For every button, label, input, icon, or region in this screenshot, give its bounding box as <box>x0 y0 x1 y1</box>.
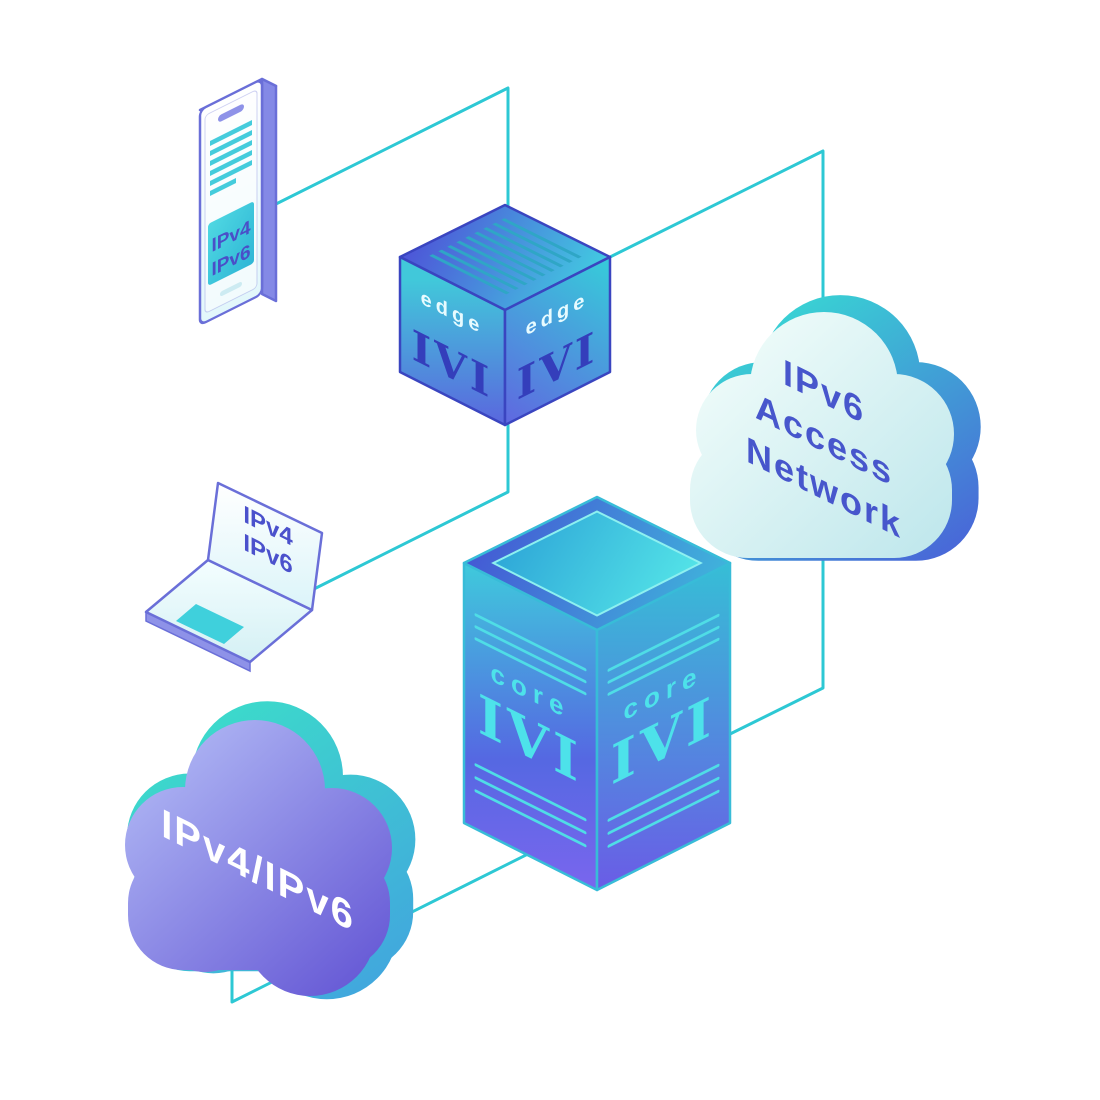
phone-side-face <box>260 77 278 303</box>
access-cloud-body <box>690 312 954 558</box>
laptop-trackpad <box>176 604 244 644</box>
phone-label-panel <box>208 202 254 285</box>
phone-home-bar <box>220 281 242 297</box>
phone-speaker-icon <box>218 104 244 122</box>
connector-phone-to-edge <box>268 86 510 242</box>
ipv4-ipv6-cloud: IPv4/IPv6 <box>125 701 416 1000</box>
core-top-screen <box>491 510 703 617</box>
phone-screen-lines <box>210 120 252 196</box>
phone-device: IPv4 IPv6 <box>198 77 278 325</box>
core-router: core IVI core IVI <box>462 495 732 892</box>
edge-router: edge IVI edge IVI <box>398 203 612 427</box>
connector-edge-to-laptop <box>308 410 510 593</box>
laptop-screen <box>206 481 324 612</box>
ipv6-access-cloud: IPv6 Access Network <box>690 295 981 561</box>
transit-cloud-body <box>125 720 392 996</box>
laptop-device: IPv4 IPv6 <box>144 481 324 673</box>
edge-cube-right-face <box>503 255 612 427</box>
